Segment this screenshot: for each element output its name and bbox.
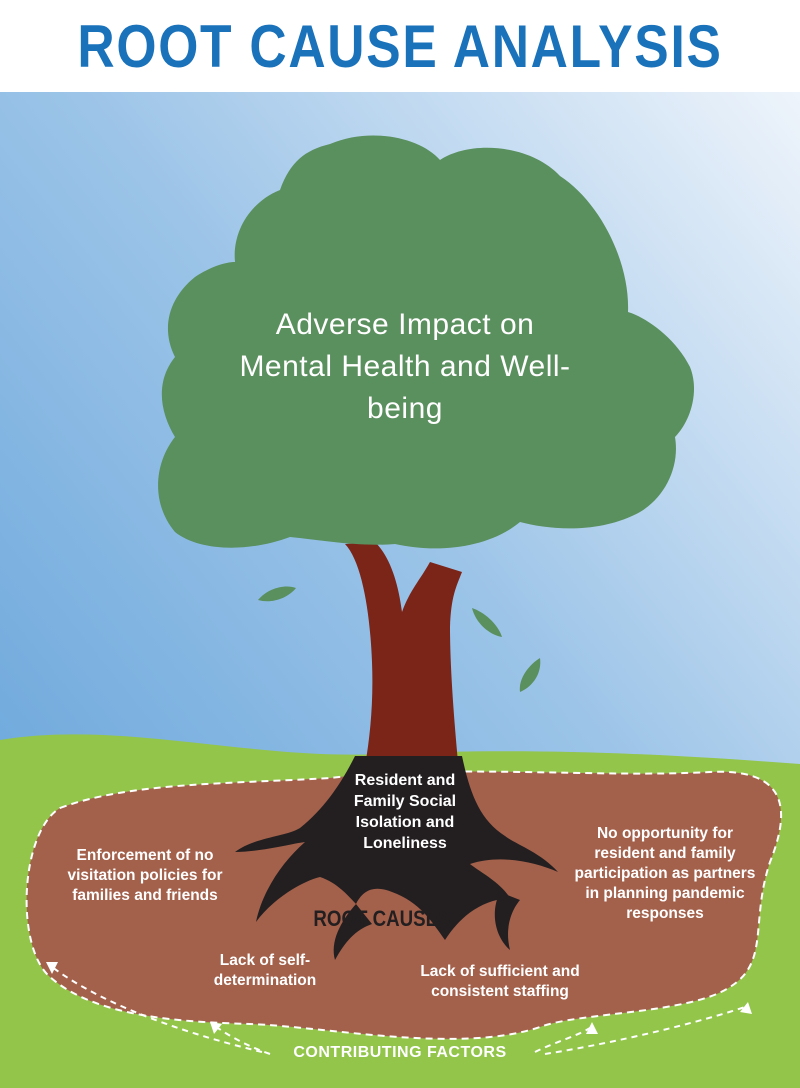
page-title: ROOT CAUSE ANALYSIS bbox=[77, 13, 723, 80]
tree-roots bbox=[235, 756, 558, 960]
contributing-arrows bbox=[51, 966, 746, 1055]
tree-trunk bbox=[345, 542, 462, 782]
tree-canopy bbox=[158, 135, 695, 549]
contributing-factors-label: CONTRIBUTING FACTORS bbox=[293, 1044, 507, 1061]
leaf-bottom bbox=[519, 658, 541, 692]
leaf-left bbox=[258, 586, 296, 602]
root-causes-label: ROOT CAUSES bbox=[313, 906, 451, 931]
trunk-label: Resident and Family Social Isolation and… bbox=[353, 772, 457, 852]
factor-bottom-left: Lack of self-determination bbox=[213, 952, 317, 989]
factor-left: Enforcement of no visitation policies fo… bbox=[67, 847, 223, 904]
tree-diagram bbox=[0, 92, 800, 1088]
soil-dashed-border bbox=[25, 770, 783, 1040]
soil-area bbox=[26, 771, 782, 1039]
title-bar: ROOT CAUSE ANALYSIS bbox=[0, 0, 800, 92]
factor-bottom-right: Lack of sufficient and consistent staffi… bbox=[420, 963, 580, 1000]
canopy-label: Adverse Impact on Mental Health and Well… bbox=[239, 308, 571, 425]
factor-right: No opportunity for resident and family p… bbox=[574, 825, 756, 922]
leaf-right bbox=[472, 608, 502, 637]
arrow-heads bbox=[46, 962, 752, 1034]
